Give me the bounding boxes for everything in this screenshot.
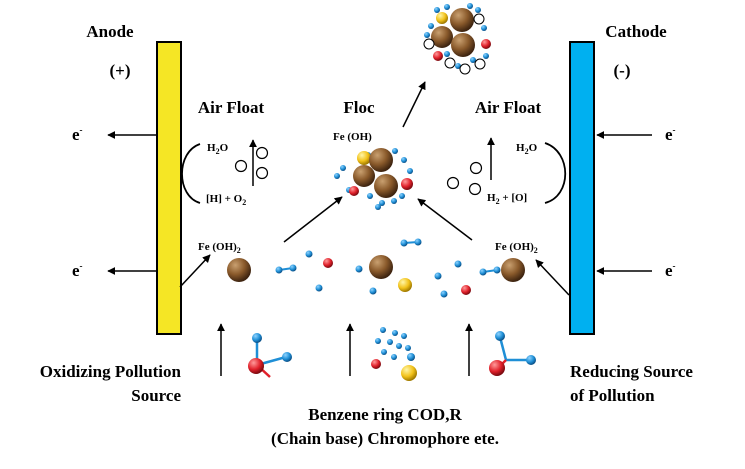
cathode-title: Cathode (605, 22, 667, 41)
yellow-particle-middle (398, 278, 412, 292)
anode-sign: (+) (109, 61, 130, 80)
anode-plate (156, 41, 182, 335)
floated-floc (423, 3, 491, 75)
red-particle-middle (323, 258, 333, 268)
arrow-right-to-floc (417, 198, 473, 241)
air-float-label-right: Air Float (475, 98, 542, 117)
arrow-anode-to-hydroxide (179, 254, 211, 288)
bottom-caption-line-2: (Chain base) Chromophore ete. (271, 429, 499, 448)
anode-reaction-loop (181, 143, 201, 204)
red-particle-middle (461, 285, 471, 295)
floc-hydroxide-label: Fe (OH) (333, 131, 372, 143)
cathode-water-label: H2O (516, 142, 538, 156)
iron-particle-center (369, 255, 393, 279)
electron-label-cathode-bottom: e- (665, 261, 676, 280)
iron-particle-right (501, 258, 525, 282)
anode-hydroxide-label: Fe (OH)2 (198, 241, 241, 255)
arrow-left-to-floc (283, 196, 343, 243)
reducing-source-line-1: Reducing Source (570, 362, 693, 381)
cathode-bubble (468, 182, 482, 196)
electron-label-cathode-top: e- (665, 125, 676, 144)
cathode-hydroxide-label: Fe (OH)2 (495, 241, 538, 255)
arrow-floc-rising (402, 81, 426, 128)
anode-bubble (255, 166, 269, 180)
pollutant-molecule-left (248, 333, 292, 378)
oxidizing-source-line-1: Oxidizing Pollution (40, 362, 182, 381)
floc-label: Floc (343, 98, 375, 117)
cathode-bubble (469, 161, 483, 175)
anode-bubble (234, 159, 248, 173)
anode-water-label: H2O (207, 142, 229, 156)
anode-gas-label: [H] + O2 (206, 193, 246, 207)
cathode-bubble (446, 176, 460, 190)
pollutant-molecule-right (489, 331, 536, 376)
bottom-caption-line-1: Benzene ring COD,R (308, 405, 462, 424)
air-float-label-left: Air Float (198, 98, 265, 117)
iron-particle-left (227, 258, 251, 282)
oxidizing-source-line-2: Source (131, 386, 181, 405)
anode-title: Anode (86, 22, 134, 41)
arrow-cathode-to-hydroxide (535, 259, 570, 296)
cathode-reaction-loop (544, 142, 566, 204)
floc-cluster (334, 148, 413, 210)
electron-label-anode-bottom: e- (72, 261, 83, 280)
electron-label-anode-top: e- (72, 125, 83, 144)
pollutant-cluster-center (371, 327, 417, 381)
cathode-plate (569, 41, 595, 335)
cathode-gas-label: H2 + [O] (487, 192, 527, 206)
cathode-sign: (-) (614, 61, 631, 80)
reducing-source-line-2: of Pollution (570, 386, 655, 405)
hydroxyl-ions-middle (275, 238, 501, 298)
anode-bubble (255, 146, 269, 160)
